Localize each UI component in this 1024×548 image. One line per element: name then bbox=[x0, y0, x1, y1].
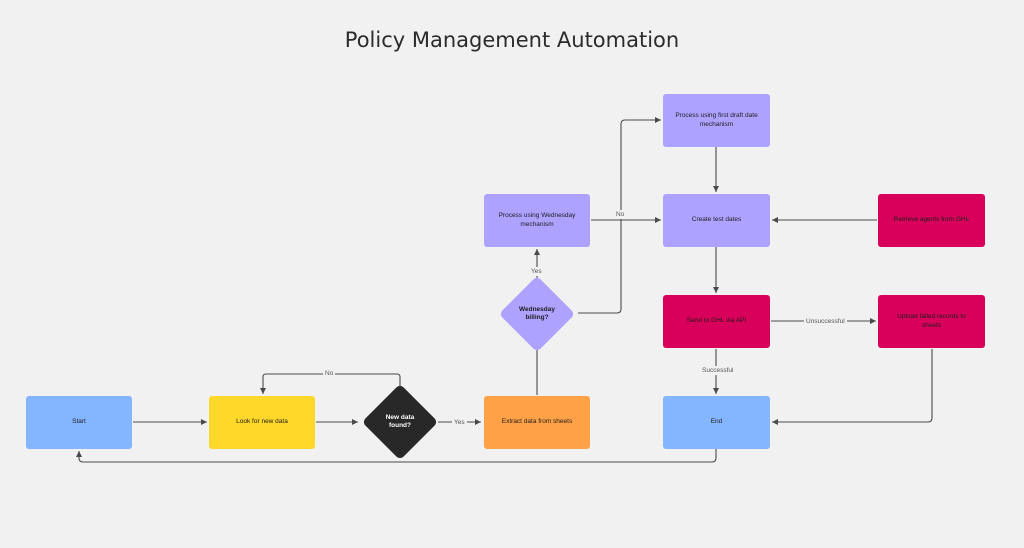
edge-label-unsuccessful: Unsuccessful bbox=[804, 317, 847, 326]
node-upload-failed-records[interactable]: Upload failed records to sheets bbox=[878, 295, 985, 348]
edge-label-successful: Successful bbox=[700, 366, 736, 375]
node-send-to-ghl[interactable]: Send to GHL via API bbox=[663, 295, 770, 348]
edge-label-yes-wednesday: Yes bbox=[529, 267, 544, 276]
edge-label-no-wednesday: No bbox=[614, 210, 627, 219]
node-new-data-found-label: New data found? bbox=[385, 413, 415, 429]
node-look-for-new-data[interactable]: Look for new data bbox=[209, 396, 315, 449]
edge-upload-end bbox=[772, 349, 933, 425]
node-start[interactable]: Start bbox=[26, 396, 132, 449]
node-retrieve-agents[interactable]: Retrieve agents from GHL bbox=[878, 194, 985, 247]
edge-end-start bbox=[76, 449, 717, 463]
edge-label-no-loop: No bbox=[323, 369, 336, 378]
node-process-first-draft[interactable]: Process using first draft date mechanism bbox=[663, 94, 770, 147]
node-create-test-dates[interactable]: Create test dates bbox=[663, 194, 770, 247]
node-wednesday-billing-label: Wednesday billing? bbox=[518, 305, 555, 321]
edge-label-yes-found: Yes bbox=[452, 418, 467, 427]
node-process-wednesday[interactable]: Process using Wednesday mechanism bbox=[484, 194, 590, 247]
node-extract-data[interactable]: Extract data from sheets bbox=[484, 396, 590, 449]
node-end[interactable]: End bbox=[663, 396, 770, 449]
diagram-title: Policy Management Automation bbox=[344, 28, 680, 52]
